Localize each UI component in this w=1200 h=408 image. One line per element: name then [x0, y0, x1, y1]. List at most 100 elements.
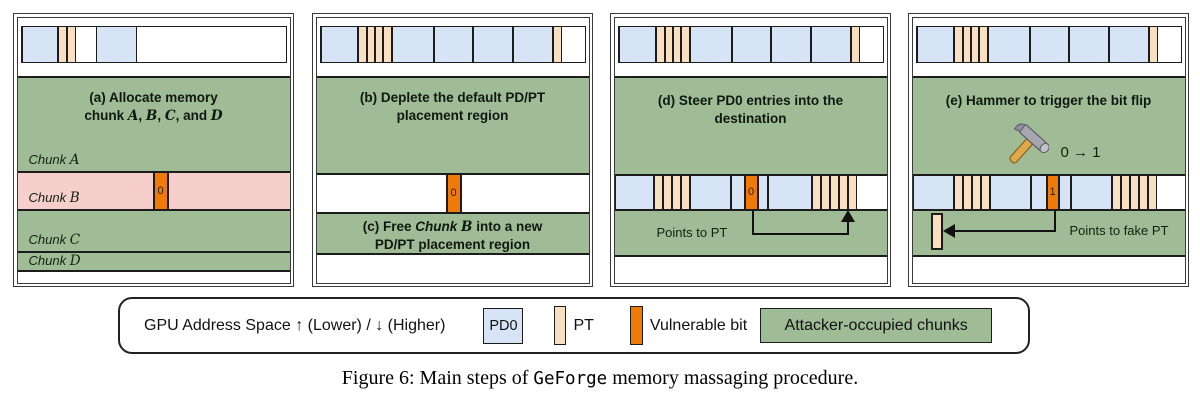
freed-row: 0 [316, 174, 589, 212]
pd0-legend-chip: PD0 [483, 307, 524, 344]
pd-pt-strip-middle: 0 [614, 173, 887, 211]
fake-pt-strip [930, 212, 943, 250]
pd0-block [1108, 26, 1149, 62]
text-segment: (b) Deplete the default PD/PT [359, 89, 546, 105]
pd0-block [1070, 175, 1112, 209]
steer-region: (d) Steer PD0 entries into the destinati… [614, 75, 887, 174]
points-to-pt-region: Points to PT [614, 209, 887, 257]
pt-strip [664, 26, 673, 62]
panel-e-inner: (e) Hammer to trigger the bit flip 0 → 1… [911, 16, 1186, 284]
pt-strip [655, 26, 665, 62]
pt-strip [829, 175, 839, 209]
panel-bc: (b) Deplete the default PD/PT placement … [312, 13, 593, 287]
pt-strip [838, 175, 848, 209]
points-to-pt-label: Points to PT [656, 224, 728, 240]
pt-strip [847, 175, 857, 209]
pt-strip [962, 175, 972, 209]
vulnerable-bit: 0 [445, 174, 462, 212]
pt-legend-label: PT [573, 316, 594, 334]
pd0-block [512, 26, 553, 62]
pt-strip [1138, 175, 1148, 209]
text-segment: memory massaging procedure. [607, 367, 859, 389]
panel-c-title-line1: (c) Free Chunk B into a new [317, 218, 589, 237]
spacer [615, 63, 887, 76]
pt-strip [962, 26, 971, 62]
panel-a-title-line2: chunk A, B, C, and D [18, 107, 290, 126]
text-segment: (a) Allocate memory [89, 89, 218, 105]
text-segment: B [461, 218, 473, 235]
pt-strip [374, 26, 383, 62]
pd0-block [1029, 26, 1069, 62]
pd0-block [618, 26, 656, 62]
text-segment: GeForge [533, 369, 608, 389]
pd0-block [731, 26, 771, 62]
chunk-b-label: Chunk B [29, 190, 80, 206]
text-segment: A [127, 108, 139, 125]
pt-strip [382, 26, 392, 62]
pd-pt-strip-top [319, 25, 586, 63]
spacer [317, 63, 589, 76]
panel-e: (e) Hammer to trigger the bit flip 0 → 1… [908, 13, 1189, 287]
empty-space [75, 26, 96, 62]
spacer [18, 63, 290, 76]
pd0-block [320, 26, 358, 62]
text-segment: Chunk [415, 218, 462, 234]
panel-b-title-line2: placement region [317, 107, 589, 126]
pd-pt-strip-top [617, 25, 884, 63]
pt-strip [653, 175, 663, 209]
panel-a: (a) Allocate memory chunk A, B, C, and D… [13, 13, 294, 287]
pt-strip [953, 26, 963, 62]
pt-strip [671, 175, 681, 209]
text-segment: C [69, 231, 81, 248]
text-segment: , [138, 108, 146, 124]
empty-space [856, 175, 887, 209]
text-segment: placement region [396, 108, 509, 124]
panel-d-title-line1: (d) Steer PD0 entries into the [615, 92, 887, 111]
arrow-line [846, 218, 849, 235]
vulnerable-bit: 1 [1046, 175, 1059, 209]
pd0-block [757, 175, 768, 209]
text-segment: D [69, 252, 81, 269]
text-segment: into a new [472, 218, 543, 234]
panel-e-title-line1: (e) Hammer to trigger the bit flip [913, 92, 1185, 111]
text-segment: D [210, 108, 223, 125]
pd-pt-strip-top [915, 25, 1182, 63]
pt-strip [552, 26, 562, 62]
text-segment: Chunk [28, 252, 70, 268]
pd0-block [1058, 175, 1071, 209]
pd0-block [433, 26, 473, 62]
vulnerable-bit-legend-chip [629, 306, 643, 345]
pd0-block [95, 26, 137, 62]
pt-strip [978, 26, 988, 62]
pt-strip [953, 175, 963, 209]
text-segment: (d) Steer PD0 entries into the [657, 92, 844, 108]
chunk-c-label: Chunk C [29, 232, 81, 248]
pd0-block [912, 175, 954, 209]
text-segment: A [69, 151, 80, 168]
bit-flip-text: 0 → 1 [1060, 143, 1101, 161]
attacker-chunks-legend-chip: Attacker-occupied chunks [760, 308, 993, 343]
pt-strip [1111, 175, 1121, 209]
pd0-block [1068, 26, 1109, 62]
pd0-block [989, 175, 1031, 209]
pt-strip [66, 26, 76, 62]
text-segment: B [69, 189, 80, 206]
empty-space [859, 26, 883, 62]
pd0-block [614, 175, 654, 209]
pd-pt-strip-middle: 1 [912, 173, 1185, 211]
deplete-region: (b) Deplete the default PD/PT placement … [316, 75, 589, 175]
legend-box: GPU Address Space ↑ (Lower) / ↓ (Higher)… [118, 297, 1030, 354]
chunk-d-region: Chunk D [17, 252, 290, 272]
pt-strip [970, 26, 979, 62]
pt-strip [680, 175, 690, 209]
pd0-block [1030, 175, 1047, 209]
pt-strip [1120, 175, 1130, 209]
text-segment: (c) Free [362, 218, 416, 234]
pt-strip [672, 26, 681, 62]
pd0-block [730, 175, 745, 209]
panel-a-inner: (a) Allocate memory chunk A, B, C, and D… [16, 16, 291, 284]
pd0-block [810, 26, 851, 62]
pt-strip [820, 175, 830, 209]
vulnerable-bit-legend-label: Vulnerable bit [649, 316, 748, 334]
chunk-b-region: 0 Chunk B [17, 172, 290, 211]
